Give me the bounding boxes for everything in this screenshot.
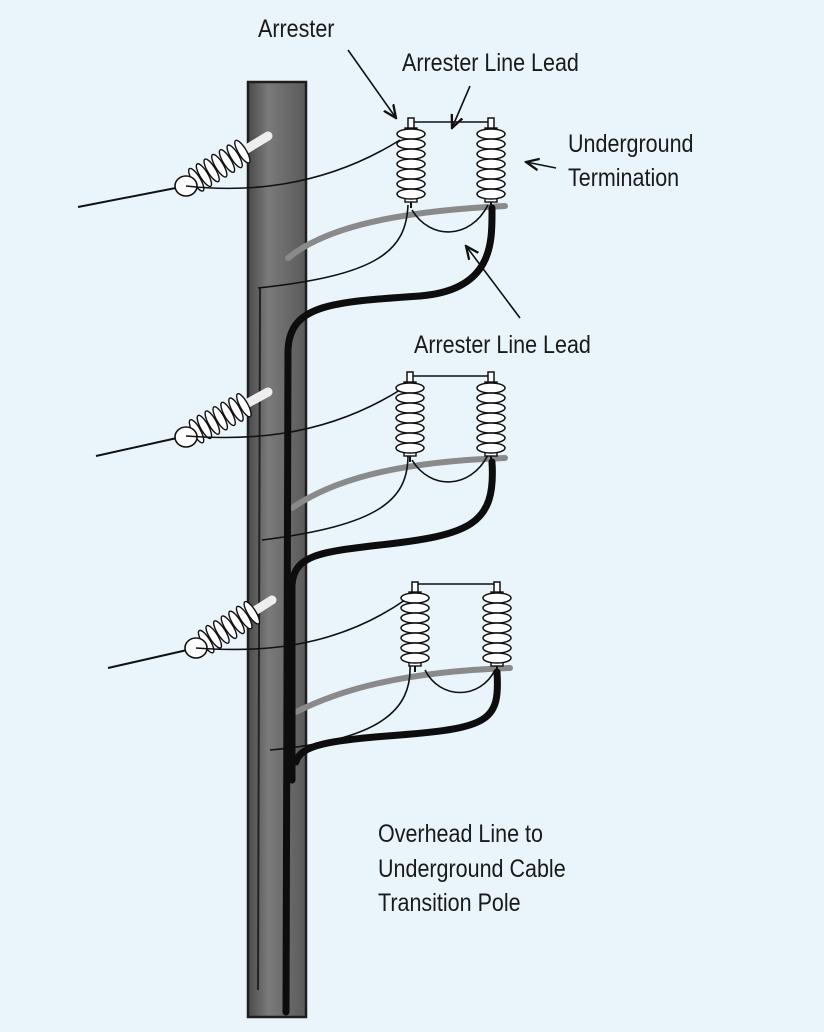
arrester-insulator-bottom: [400, 581, 430, 672]
arrester-line-lead-arrow: [452, 85, 471, 128]
gray-cables: [285, 203, 513, 715]
termination-insulator-top: [476, 117, 506, 208]
arrester-line-lead-mid-arrow: [466, 246, 521, 319]
termination-insulator-bottom: [482, 581, 512, 672]
pointer-arrows: [347, 49, 557, 319]
underground-termination-arrow: [526, 162, 557, 168]
arrester-insulator-top: [396, 117, 426, 208]
caption-line-1: Overhead Line to: [378, 820, 543, 848]
pin-insulator-middle: [174, 387, 273, 448]
underground-termination-label-line2: Termination: [568, 164, 680, 192]
arrester-label: Arrester: [258, 15, 335, 43]
utility-pole: [246, 80, 308, 1019]
caption-line-2: Underground Cable: [378, 855, 566, 883]
pole-conduit-line: [257, 287, 261, 991]
lead-wires: [185, 121, 496, 751]
underground-cable: [282, 204, 501, 1016]
caption-line-3: Transition Pole: [378, 889, 521, 917]
arrester-line-lead-label-middle: Arrester Line Lead: [414, 331, 591, 359]
underground-termination-label-line1: Underground: [568, 130, 694, 158]
arrester-arrow: [347, 49, 396, 118]
arrester-line-lead-label: Arrester Line Lead: [402, 49, 579, 77]
pin-insulator-top: [174, 131, 273, 197]
overhead-wires: [77, 185, 197, 669]
termination-insulator-middle: [476, 371, 506, 462]
arrester-insulator-middle: [395, 371, 425, 462]
